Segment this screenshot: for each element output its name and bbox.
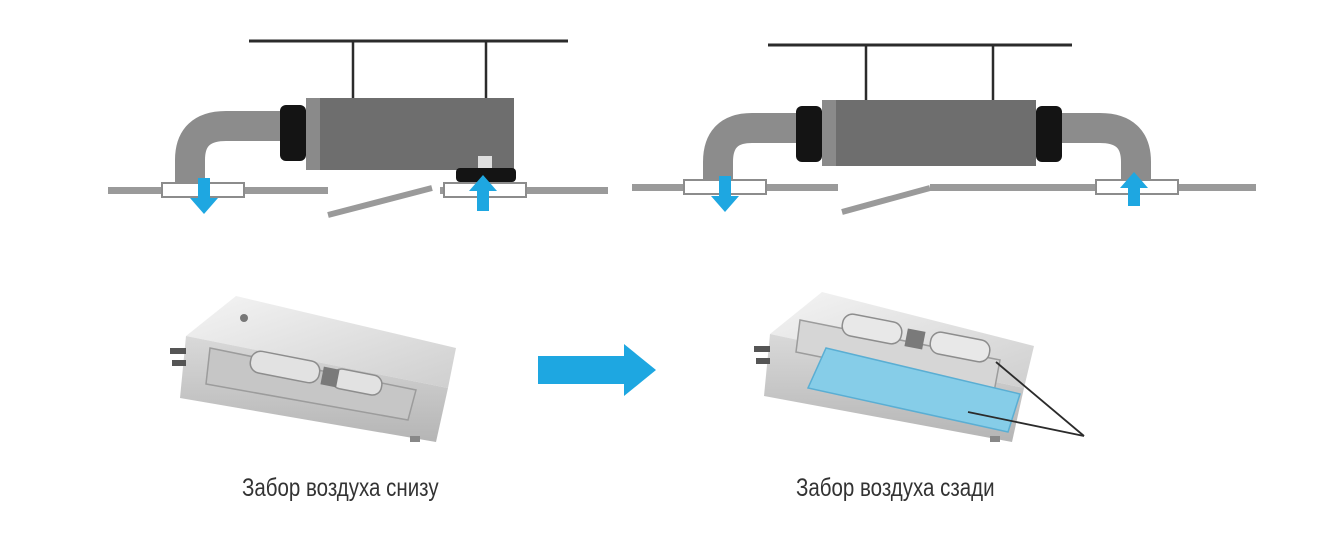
scheme-bottom-intake bbox=[108, 39, 608, 218]
duct-flange bbox=[1036, 106, 1062, 162]
arrow-down-icon bbox=[190, 178, 218, 214]
leader-line bbox=[995, 361, 1085, 437]
mounting-foot bbox=[990, 436, 1000, 442]
fan-drum bbox=[929, 331, 991, 363]
air-filter bbox=[806, 347, 1021, 433]
pipe-fitting bbox=[172, 360, 186, 366]
unit-illustration-bottom-intake bbox=[170, 296, 456, 442]
scheme-rear-intake bbox=[632, 43, 1256, 215]
access-panel-open bbox=[841, 185, 931, 215]
mounting-foot bbox=[410, 436, 420, 442]
intake-adaptor bbox=[478, 156, 492, 170]
pipe-fitting bbox=[754, 346, 770, 352]
fan-drum bbox=[249, 350, 321, 384]
duct-flange bbox=[280, 105, 306, 161]
arrow-up-icon bbox=[1120, 172, 1148, 206]
caption-bottom-intake: Забор воздуха снизу bbox=[242, 474, 439, 502]
ceiling-panel bbox=[930, 184, 1256, 191]
arrow-right-icon bbox=[538, 344, 656, 396]
duct-flange bbox=[796, 106, 822, 162]
leader-line bbox=[967, 411, 1085, 437]
unit-body-edge bbox=[822, 100, 836, 166]
duct-elbow bbox=[1056, 113, 1151, 186]
unit-body bbox=[822, 100, 1036, 166]
fan-drum bbox=[841, 313, 903, 345]
mounting-bracket bbox=[240, 314, 248, 322]
pipe-fitting bbox=[170, 348, 186, 354]
unit-top-face bbox=[186, 296, 456, 388]
access-panel-open bbox=[327, 185, 433, 218]
arrow-up-icon bbox=[469, 175, 497, 211]
duct-elbow bbox=[703, 113, 806, 186]
pipe-fitting bbox=[756, 358, 770, 364]
duct-elbow bbox=[175, 111, 290, 190]
unit-illustration-rear-intake bbox=[754, 292, 1085, 442]
caption-rear-intake: Забор воздуха сзади bbox=[796, 474, 995, 502]
fan-motor bbox=[320, 366, 340, 388]
arrow-down-icon bbox=[711, 176, 739, 212]
intake-grille bbox=[456, 168, 516, 182]
fan-motor bbox=[904, 328, 926, 350]
unit-body-edge bbox=[306, 98, 320, 170]
